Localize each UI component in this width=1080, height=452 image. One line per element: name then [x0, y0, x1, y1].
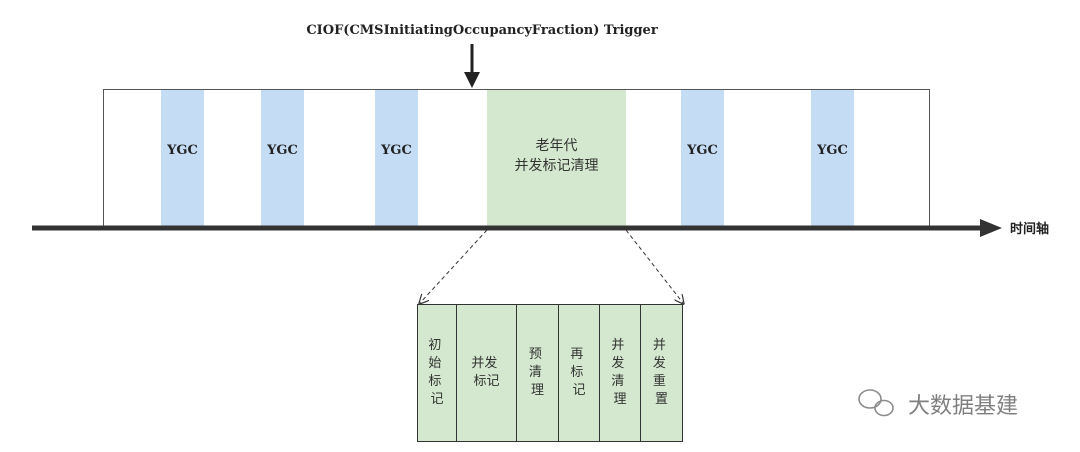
zoom-arrow-right	[625, 229, 683, 303]
ygc-block: YGC	[681, 90, 724, 226]
svg-text:并 发 清 理: 并 发 清 理	[611, 338, 628, 407]
phase-char: 标记	[473, 374, 499, 389]
phase-char: 清	[529, 365, 542, 380]
phase-box-preclean: 预 清 理	[516, 304, 559, 442]
ygc-block: YGC	[811, 90, 854, 226]
phase-char: 并	[653, 338, 666, 353]
svg-text:并发 标记: 并发 标记	[471, 355, 501, 389]
phase-char: 记	[572, 383, 585, 398]
ygc-block: YGC	[375, 90, 418, 226]
ygc-label: YGC	[816, 143, 848, 158]
phase-char: 标	[570, 365, 583, 380]
phase-box-concurrent-mark: 并发 标记	[456, 304, 517, 442]
timeline-label: 时间轴	[1010, 221, 1049, 237]
phase-char: 并	[611, 338, 624, 353]
phase-box-initial-mark: 初 始 标 记	[417, 304, 457, 442]
phase-char: 重	[653, 373, 666, 389]
wechat-icon	[858, 389, 894, 417]
phase-char: 记	[430, 392, 443, 407]
old-gen-label-line1: 老年代	[536, 138, 578, 154]
phase-char: 标	[428, 374, 441, 389]
phase-char: 并发	[471, 355, 497, 371]
svg-text:初 始 标 记: 初 始 标 记	[428, 338, 445, 407]
svg-text:预 清 理: 预 清 理	[529, 347, 546, 398]
phase-char: 发	[653, 355, 666, 371]
phase-box-remark: 再 标 记	[558, 304, 600, 442]
ygc-label: YGC	[380, 143, 412, 158]
phase-char: 初	[428, 338, 441, 353]
svg-text:并 发 重 置: 并 发 重 置	[653, 338, 670, 407]
watermark: 大数据基建	[858, 389, 1018, 419]
ygc-block: YGC	[161, 90, 204, 226]
phase-char: 置	[655, 392, 668, 407]
timeline-axis	[32, 219, 1002, 237]
ygc-label: YGC	[266, 143, 298, 158]
old-gen-block: 老年代 并发标记清理	[487, 90, 626, 226]
ygc-label: YGC	[686, 143, 718, 158]
phase-box-concurrent-sweep: 并 发 清 理	[599, 304, 641, 442]
phase-char: 始	[428, 356, 441, 371]
watermark-text: 大数据基建	[908, 394, 1018, 419]
old-gen-label-line2: 并发标记清理	[515, 158, 599, 174]
ygc-label: YGC	[166, 143, 198, 158]
phase-char: 发	[611, 355, 624, 371]
phase-char: 再	[570, 347, 583, 362]
phase-char: 清	[611, 374, 624, 389]
phase-box-concurrent-reset: 并 发 重 置	[640, 304, 683, 442]
ygc-block: YGC	[261, 90, 304, 226]
svg-text:再 标 记: 再 标 记	[570, 347, 587, 398]
phase-char: 理	[613, 392, 626, 407]
phase-char: 理	[531, 383, 544, 398]
zoom-arrow-left	[420, 229, 488, 303]
trigger-label: CIOF(CMSInitiatingOccupancyFraction) Tri…	[306, 23, 658, 38]
trigger-arrow	[464, 44, 480, 88]
phase-char: 预	[529, 347, 542, 362]
